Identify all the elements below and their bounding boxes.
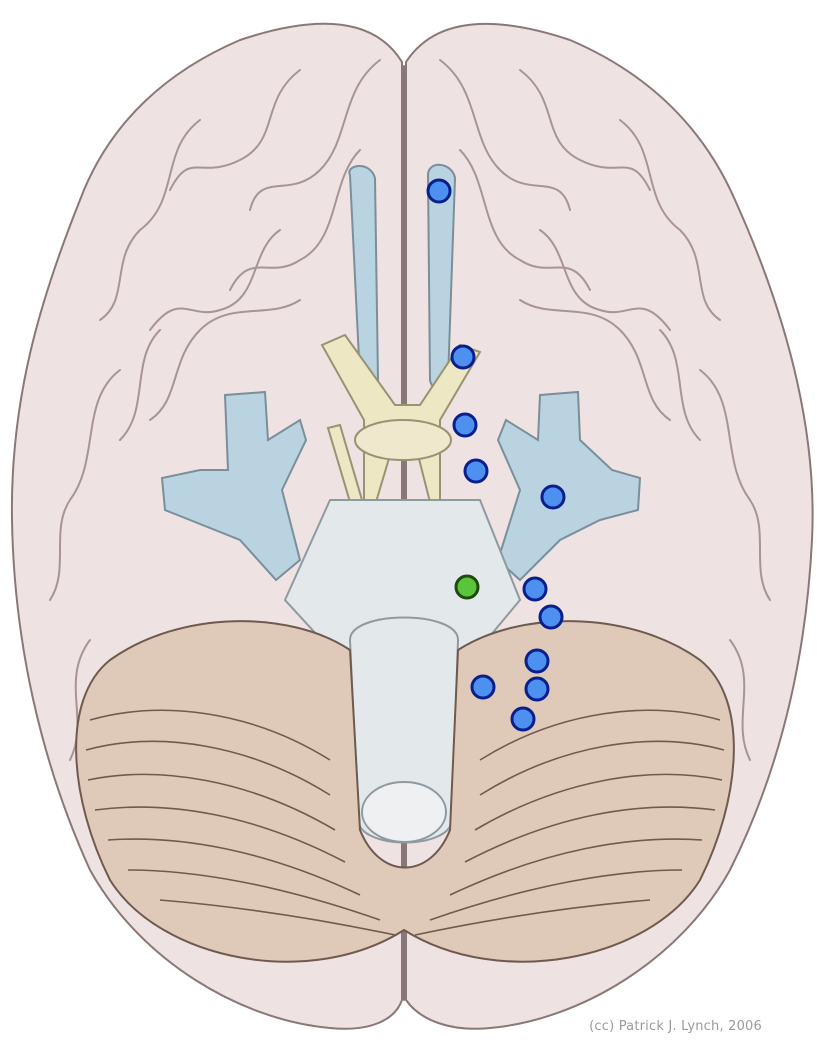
hotspot-2[interactable] bbox=[450, 344, 476, 370]
hotspot-9[interactable] bbox=[524, 648, 550, 674]
hotspot-6[interactable] bbox=[454, 574, 480, 600]
image-credit: (cc) Patrick J. Lynch, 2006 bbox=[589, 1019, 762, 1034]
left-vessel bbox=[160, 390, 308, 582]
spinal-cord-section bbox=[361, 781, 447, 843]
hotspot-10[interactable] bbox=[470, 674, 496, 700]
chiasm-center bbox=[354, 419, 452, 461]
hotspot-12[interactable] bbox=[510, 706, 536, 732]
hotspot-1[interactable] bbox=[426, 178, 452, 204]
gyri-lines bbox=[49, 59, 771, 1001]
hotspot-4[interactable] bbox=[463, 458, 489, 484]
hotspot-8[interactable] bbox=[538, 604, 564, 630]
optic-chiasm bbox=[320, 333, 482, 504]
hotspots bbox=[426, 178, 566, 732]
cerebellum bbox=[75, 620, 735, 963]
right-vessel bbox=[496, 390, 642, 582]
hotspot-5[interactable] bbox=[540, 484, 566, 510]
hotspot-3[interactable] bbox=[452, 412, 478, 438]
cerebellum-folia bbox=[85, 709, 725, 936]
hotspot-11[interactable] bbox=[524, 676, 550, 702]
hotspot-7[interactable] bbox=[522, 576, 548, 602]
cerebellum-body bbox=[75, 620, 735, 963]
